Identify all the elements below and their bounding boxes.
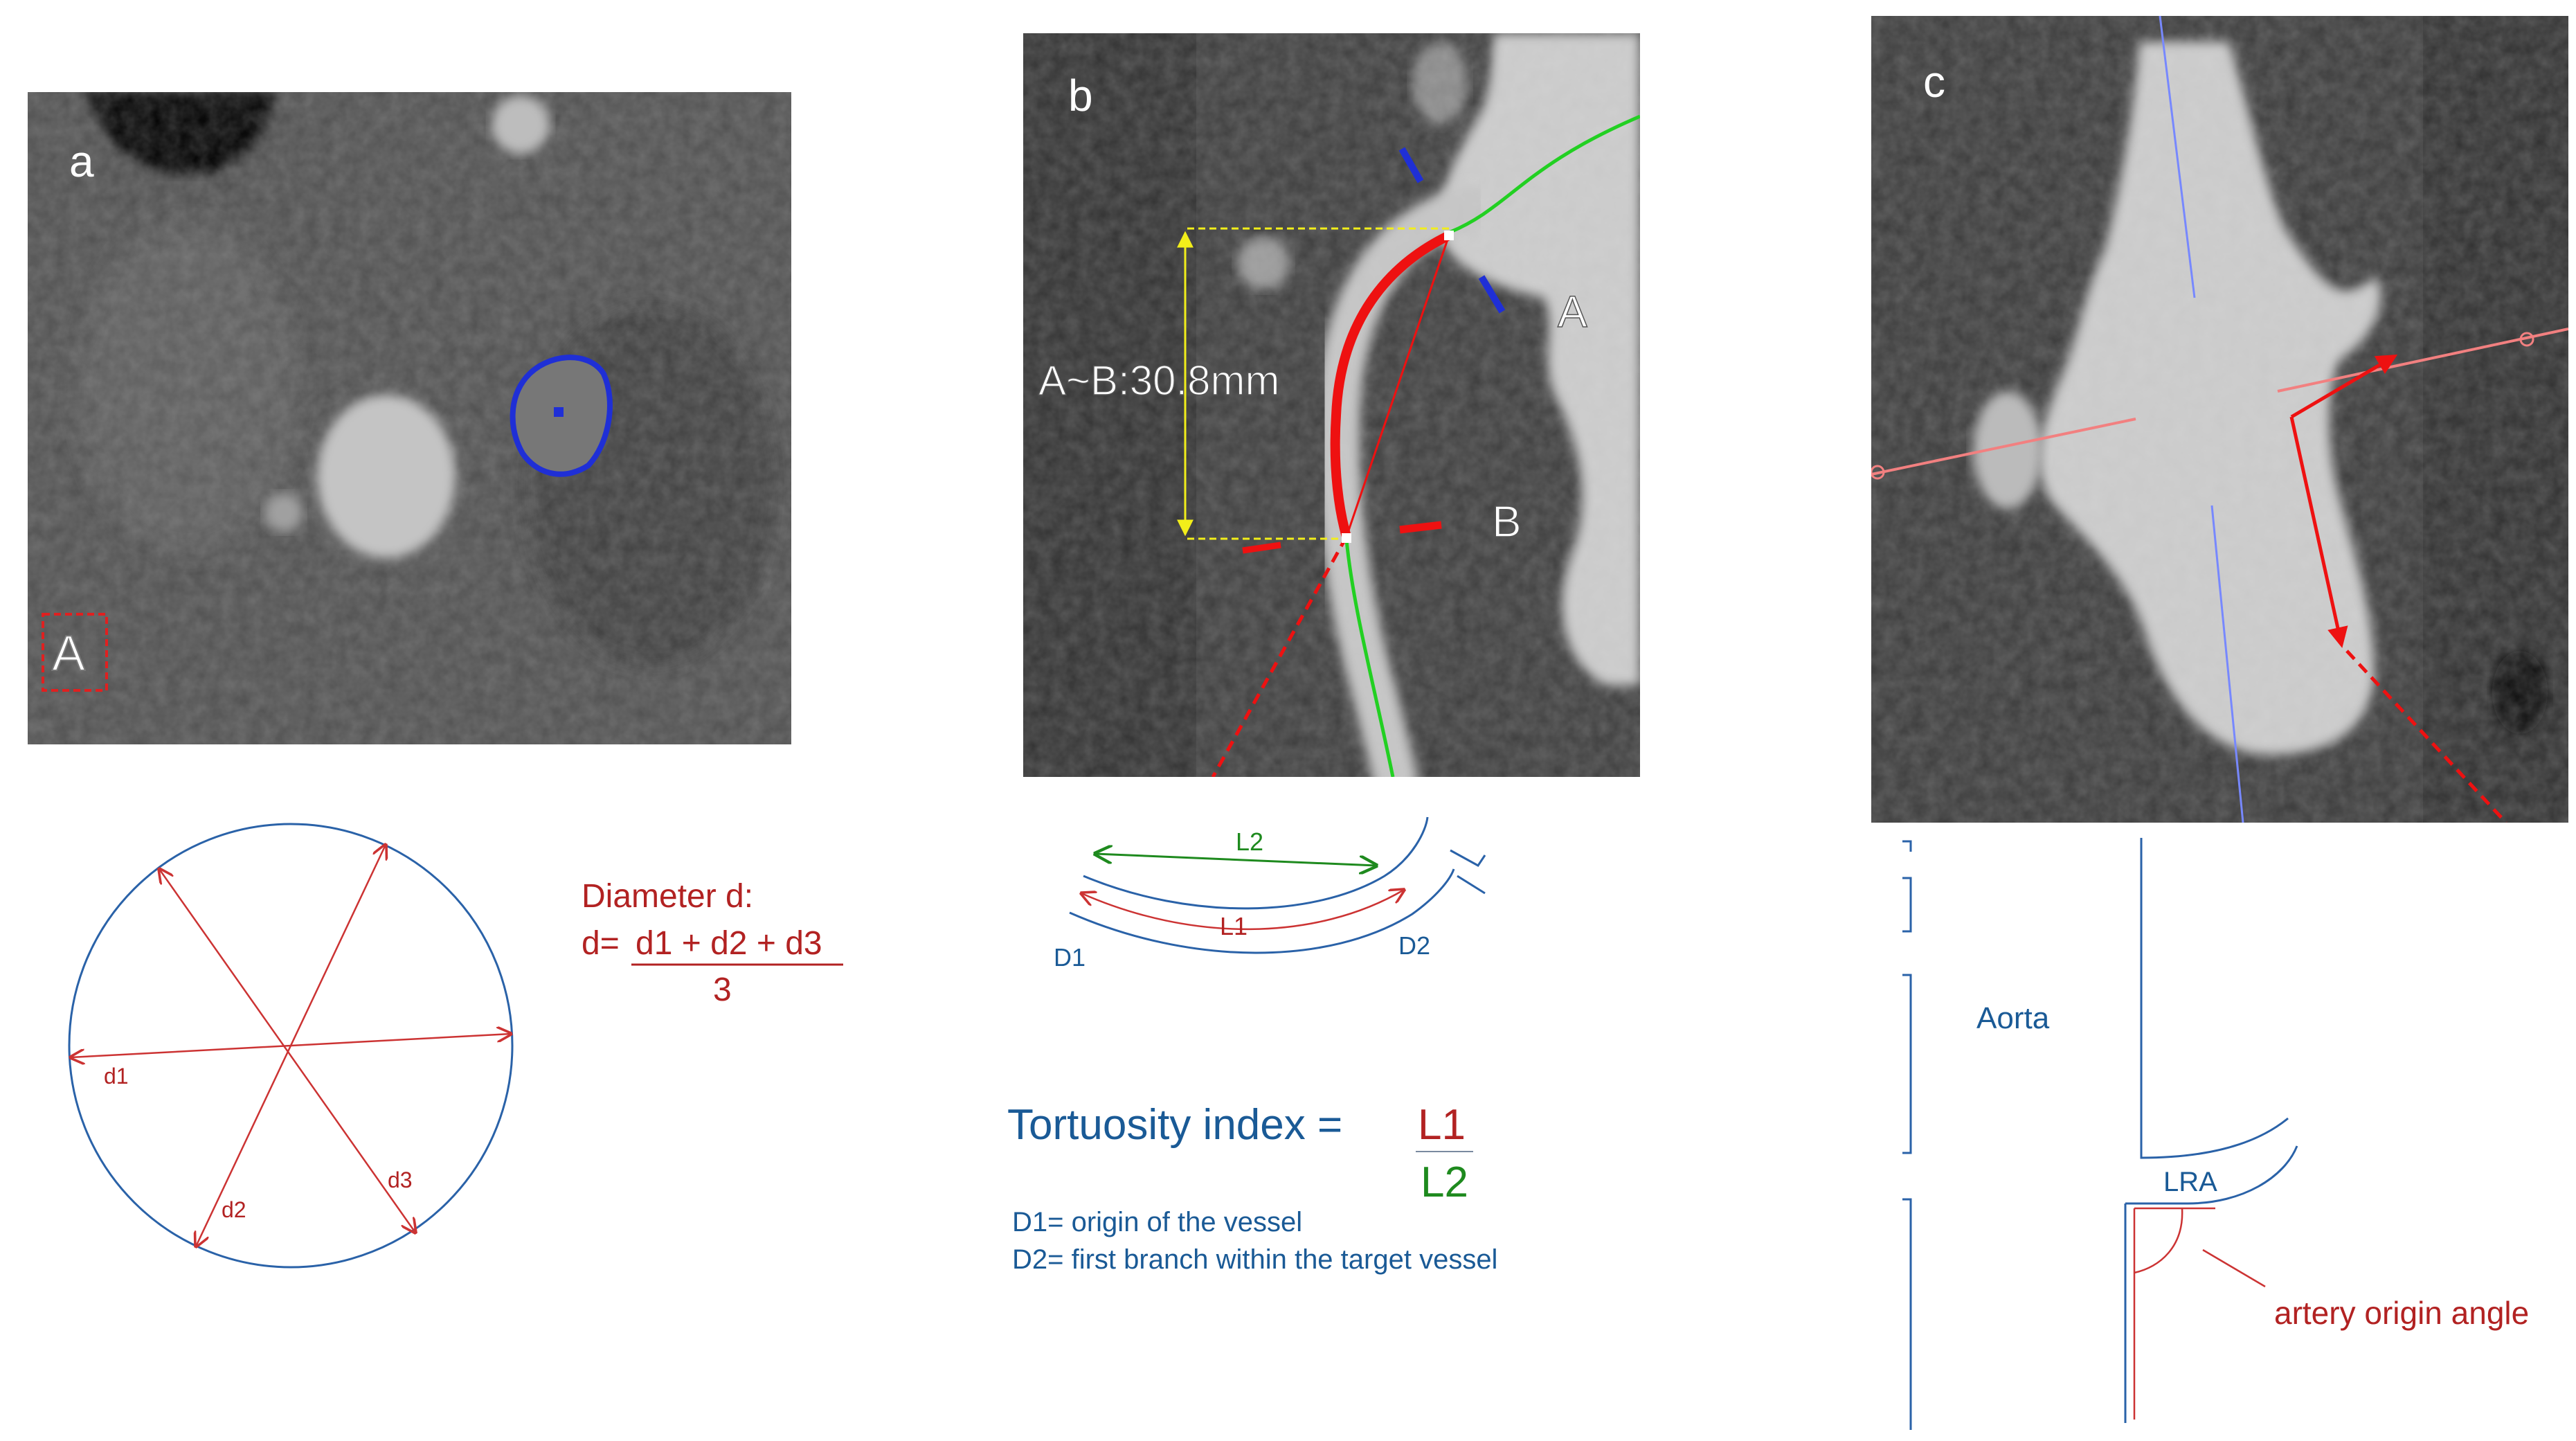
- panel-a-letter: a: [69, 136, 94, 186]
- aorta-wall-left-segment-3: [1902, 974, 1912, 1154]
- l1-curved-arrow: [1081, 890, 1404, 931]
- marker-box: [42, 613, 108, 692]
- l2-label: L2: [1236, 827, 1263, 856]
- diameter-d3-arrow: [159, 869, 415, 1233]
- aorta-wall-left-segment-4: [1902, 1198, 1912, 1430]
- tortuosity-index-denominator: L2: [1421, 1158, 1468, 1206]
- diameter-d3-label: d3: [388, 1167, 413, 1192]
- branch-outline: [1450, 849, 1486, 895]
- artery-origin-angle-label: artery origin angle: [2274, 1295, 2529, 1331]
- renal-artery-outline-lower: [2125, 1145, 2298, 1205]
- endpoint-b-marker: [1342, 533, 1351, 543]
- blue-tick-upper: [1398, 147, 1424, 184]
- straight-chord-red: [1345, 235, 1450, 537]
- aorta-axis-line-lower: [2210, 505, 2244, 823]
- vessel-bright-large: [317, 395, 456, 558]
- angle-arm-red-upper: [2290, 354, 2398, 419]
- origin-angle-red-lines: [2133, 1207, 2215, 1420]
- note-d2: D2= first branch within the target vesse…: [1012, 1244, 1497, 1275]
- diameter-formula-numerator: d1 + d2 + d3: [636, 925, 822, 962]
- origin-angle-arc: [2134, 1208, 2183, 1274]
- vessel-outline-lower: [1069, 868, 1455, 954]
- diameter-formula-denominator: 3: [713, 972, 732, 1008]
- aorta-wall-left-segment-1: [1902, 840, 1912, 852]
- angle-pointer-line: [2202, 1248, 2266, 1288]
- blue-tick-lower: [1478, 275, 1506, 314]
- vessel-center-point: [554, 407, 564, 417]
- diameter-d1-label: d1: [104, 1064, 129, 1089]
- point-a-label: A: [1558, 287, 1587, 337]
- d2-label: D2: [1398, 931, 1430, 960]
- diameter-formula-title: Diameter d:: [582, 878, 753, 915]
- panel-b-letter: b: [1068, 71, 1093, 120]
- panel-b-ct-image: b A~B:30.8mm A B: [1023, 33, 1640, 777]
- diameter-d2-arrow: [196, 845, 386, 1246]
- panel-a-marker-label: A: [52, 626, 85, 681]
- measurement-label: A~B:30.8mm: [1038, 357, 1280, 404]
- note-d1: D1= origin of the vessel: [1012, 1207, 1302, 1237]
- centerline-green-lower: [1344, 539, 1395, 777]
- aorta-axis-line-upper: [2159, 16, 2196, 298]
- diameter-formula-lhs: d=: [582, 925, 620, 962]
- panel-a-ct-image: a A: [28, 92, 791, 744]
- l2-straight-arrow: [1095, 854, 1376, 866]
- d1-label: D1: [1054, 943, 1086, 972]
- vessel-length-red-curve: [1330, 231, 1454, 542]
- renal-axis-pink-left: [1871, 418, 2136, 476]
- aorta-label: Aorta: [1976, 1001, 2050, 1035]
- tortuosity-index-numerator: L1: [1418, 1101, 1466, 1149]
- red-dashed-extension: [1211, 535, 1349, 777]
- red-tick-right: [1399, 521, 1442, 534]
- angle-arm-red-lower: [2289, 416, 2348, 648]
- aorta-wall-right: [2140, 838, 2289, 1159]
- vessel-bright-small: [492, 96, 550, 154]
- panel-c-angle-diagram: Aorta LRA artery origin angle: [1902, 838, 2529, 1430]
- centerline-green-upper: [1450, 114, 1640, 234]
- endpoint-a-marker: [1444, 231, 1454, 240]
- angle-arm-red-dashed: [2345, 650, 2507, 823]
- lra-label: LRA: [2163, 1167, 2217, 1197]
- l1-label: L1: [1220, 912, 1248, 940]
- panel-c-letter: c: [1923, 57, 1945, 107]
- aorta-wall-left-segment-2: [1902, 877, 1912, 933]
- point-b-label: B: [1492, 496, 1522, 546]
- red-tick-left: [1242, 542, 1281, 554]
- panel-b-tortuosity-diagram: L2 L1 D1 D2 Tortuosity index = L1 L2 D1=…: [1007, 816, 1497, 1275]
- panel-a-diameter-diagram: d1 d2 d3 Diameter d: d= d1 + d2 + d3 3: [68, 823, 843, 1269]
- panel-c-ct-image: c: [1871, 16, 2568, 823]
- tortuosity-index-label: Tortuosity index =: [1007, 1101, 1342, 1149]
- diameter-d2-label: d2: [222, 1197, 246, 1222]
